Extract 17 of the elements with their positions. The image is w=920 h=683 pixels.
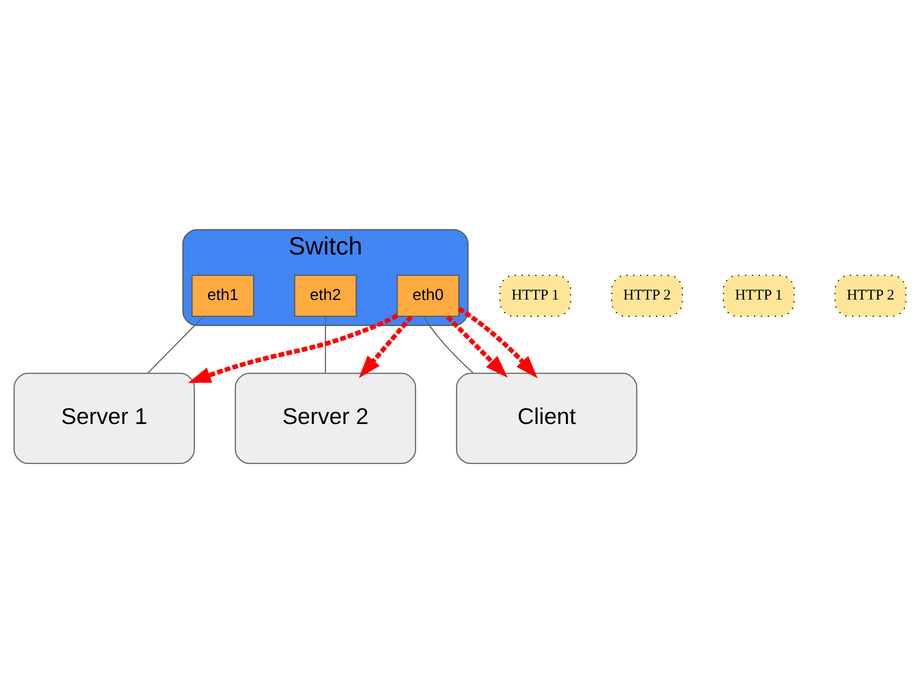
node-box: HTTP 2 — [611, 274, 683, 316]
node-box: Server 2 — [234, 372, 416, 464]
connector — [324, 316, 326, 372]
arrow — [358, 314, 413, 378]
connector — [148, 316, 204, 373]
node-box: eth2 — [294, 274, 357, 316]
node-box: eth1 — [191, 274, 254, 316]
connector — [424, 316, 474, 373]
node-box: eth0 — [396, 274, 460, 316]
arrow — [188, 313, 398, 383]
node-box: HTTP 1 — [499, 274, 572, 316]
arrow — [458, 306, 538, 378]
node-box: HTTP 1 — [722, 274, 795, 316]
node-box: Server 1 — [14, 372, 195, 464]
node-box: HTTP 2 — [834, 274, 906, 316]
node-box: Client — [456, 372, 638, 464]
arrow — [446, 314, 508, 378]
